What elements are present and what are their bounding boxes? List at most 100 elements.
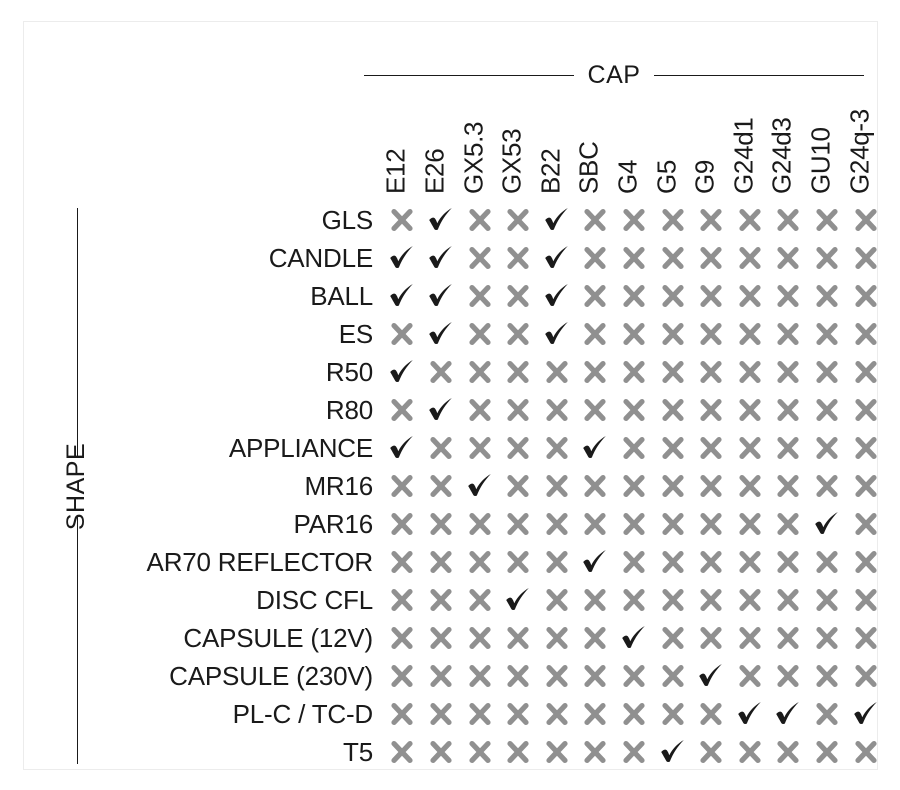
matrix-cell[interactable] <box>846 429 885 467</box>
matrix-cell[interactable] <box>422 201 461 239</box>
matrix-cell[interactable] <box>460 505 499 543</box>
matrix-cell[interactable] <box>846 239 885 277</box>
matrix-cell[interactable] <box>537 695 576 733</box>
matrix-cell[interactable] <box>383 315 422 353</box>
matrix-cell[interactable] <box>383 619 422 657</box>
matrix-cell[interactable] <box>769 391 808 429</box>
matrix-cell[interactable] <box>460 657 499 695</box>
matrix-cell[interactable] <box>537 619 576 657</box>
matrix-cell[interactable] <box>692 619 731 657</box>
matrix-cell[interactable] <box>499 239 538 277</box>
matrix-cell[interactable] <box>537 201 576 239</box>
matrix-cell[interactable] <box>576 581 615 619</box>
matrix-cell[interactable] <box>769 239 808 277</box>
matrix-cell[interactable] <box>576 391 615 429</box>
matrix-cell[interactable] <box>769 201 808 239</box>
matrix-cell[interactable] <box>730 353 769 391</box>
matrix-cell[interactable] <box>615 543 654 581</box>
matrix-cell[interactable] <box>692 277 731 315</box>
matrix-cell[interactable] <box>730 619 769 657</box>
matrix-cell[interactable] <box>615 429 654 467</box>
matrix-cell[interactable] <box>846 581 885 619</box>
matrix-cell[interactable] <box>537 391 576 429</box>
matrix-cell[interactable] <box>537 581 576 619</box>
matrix-cell[interactable] <box>615 505 654 543</box>
matrix-cell[interactable] <box>692 239 731 277</box>
matrix-cell[interactable] <box>383 657 422 695</box>
matrix-cell[interactable] <box>499 315 538 353</box>
matrix-cell[interactable] <box>730 543 769 581</box>
matrix-cell[interactable] <box>537 657 576 695</box>
matrix-cell[interactable] <box>576 315 615 353</box>
matrix-cell[interactable] <box>808 201 847 239</box>
matrix-cell[interactable] <box>499 201 538 239</box>
matrix-cell[interactable] <box>576 353 615 391</box>
matrix-cell[interactable] <box>692 581 731 619</box>
matrix-cell[interactable] <box>808 505 847 543</box>
matrix-cell[interactable] <box>846 315 885 353</box>
matrix-cell[interactable] <box>692 391 731 429</box>
matrix-cell[interactable] <box>615 733 654 771</box>
matrix-cell[interactable] <box>615 201 654 239</box>
matrix-cell[interactable] <box>808 353 847 391</box>
matrix-cell[interactable] <box>499 543 538 581</box>
matrix-cell[interactable] <box>537 315 576 353</box>
matrix-cell[interactable] <box>692 543 731 581</box>
matrix-cell[interactable] <box>769 429 808 467</box>
matrix-cell[interactable] <box>808 619 847 657</box>
matrix-cell[interactable] <box>808 657 847 695</box>
matrix-cell[interactable] <box>653 543 692 581</box>
matrix-cell[interactable] <box>499 581 538 619</box>
matrix-cell[interactable] <box>846 543 885 581</box>
matrix-cell[interactable] <box>769 353 808 391</box>
matrix-cell[interactable] <box>576 543 615 581</box>
matrix-cell[interactable] <box>692 733 731 771</box>
matrix-cell[interactable] <box>537 505 576 543</box>
matrix-cell[interactable] <box>422 505 461 543</box>
matrix-cell[interactable] <box>653 353 692 391</box>
matrix-cell[interactable] <box>730 315 769 353</box>
matrix-cell[interactable] <box>383 201 422 239</box>
matrix-cell[interactable] <box>422 619 461 657</box>
matrix-cell[interactable] <box>499 429 538 467</box>
matrix-cell[interactable] <box>576 733 615 771</box>
matrix-cell[interactable] <box>383 277 422 315</box>
matrix-cell[interactable] <box>730 201 769 239</box>
matrix-cell[interactable] <box>692 201 731 239</box>
matrix-cell[interactable] <box>460 619 499 657</box>
matrix-cell[interactable] <box>653 733 692 771</box>
matrix-cell[interactable] <box>808 467 847 505</box>
matrix-cell[interactable] <box>769 467 808 505</box>
matrix-cell[interactable] <box>383 239 422 277</box>
matrix-cell[interactable] <box>422 315 461 353</box>
matrix-cell[interactable] <box>499 391 538 429</box>
matrix-cell[interactable] <box>422 467 461 505</box>
matrix-cell[interactable] <box>422 239 461 277</box>
matrix-cell[interactable] <box>653 315 692 353</box>
matrix-cell[interactable] <box>383 695 422 733</box>
matrix-cell[interactable] <box>460 429 499 467</box>
matrix-cell[interactable] <box>653 581 692 619</box>
matrix-cell[interactable] <box>422 695 461 733</box>
matrix-cell[interactable] <box>499 657 538 695</box>
matrix-cell[interactable] <box>808 581 847 619</box>
matrix-cell[interactable] <box>576 239 615 277</box>
matrix-cell[interactable] <box>615 239 654 277</box>
matrix-cell[interactable] <box>653 695 692 733</box>
matrix-cell[interactable] <box>383 467 422 505</box>
matrix-cell[interactable] <box>730 505 769 543</box>
matrix-cell[interactable] <box>537 543 576 581</box>
matrix-cell[interactable] <box>576 619 615 657</box>
matrix-cell[interactable] <box>499 277 538 315</box>
matrix-cell[interactable] <box>808 695 847 733</box>
matrix-cell[interactable] <box>499 505 538 543</box>
matrix-cell[interactable] <box>615 315 654 353</box>
matrix-cell[interactable] <box>653 239 692 277</box>
matrix-cell[interactable] <box>537 353 576 391</box>
matrix-cell[interactable] <box>460 277 499 315</box>
matrix-cell[interactable] <box>422 543 461 581</box>
matrix-cell[interactable] <box>730 581 769 619</box>
matrix-cell[interactable] <box>537 277 576 315</box>
matrix-cell[interactable] <box>576 277 615 315</box>
matrix-cell[interactable] <box>730 277 769 315</box>
